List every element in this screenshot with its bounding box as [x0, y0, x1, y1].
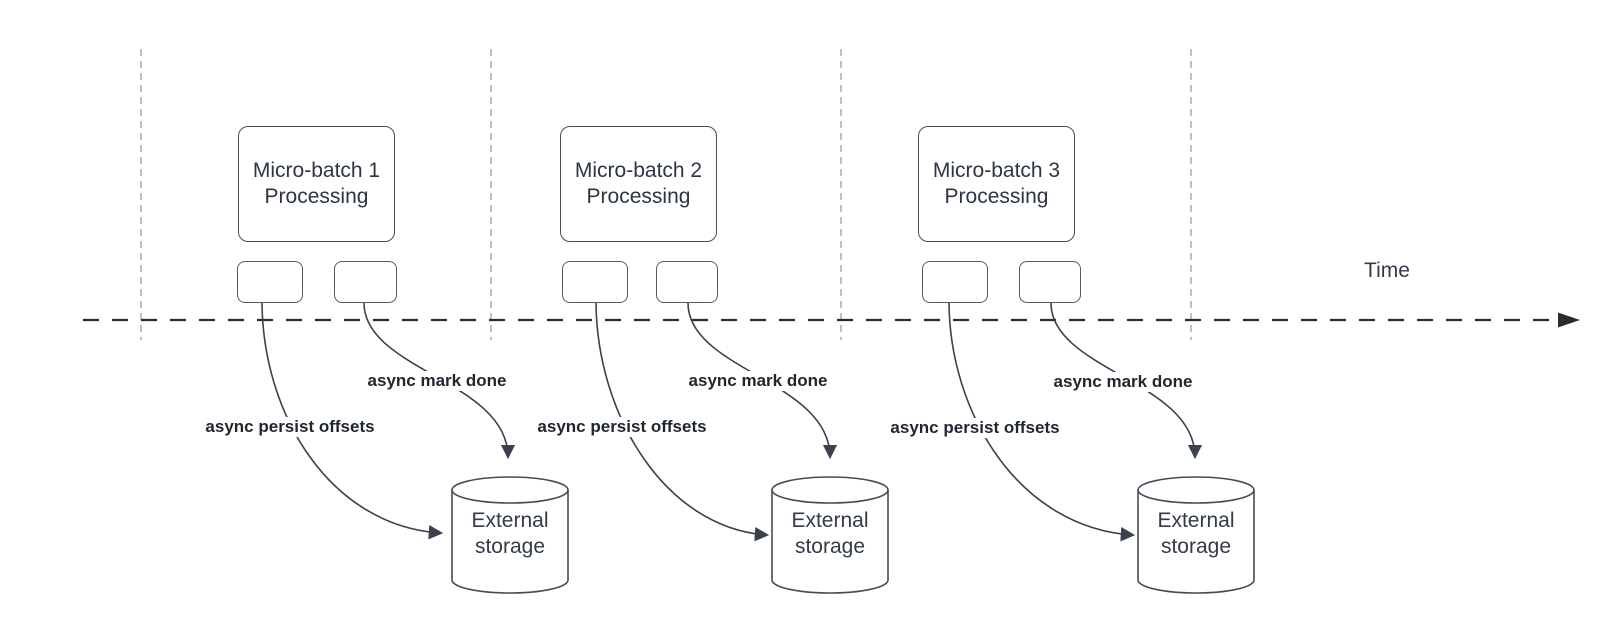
mark-done-source-box-1 [334, 261, 397, 303]
time-axis-arrowhead-icon [1558, 312, 1580, 328]
async-persist-offsets-label-2: async persist offsets [534, 417, 710, 437]
mark-done-source-box-3 [1019, 261, 1081, 303]
micro-batch-3-label-line2: Processing [944, 185, 1049, 208]
persist-offsets-source-box-1 [237, 261, 303, 303]
external-storage-label-1: External storage [450, 508, 570, 560]
micro-batch-3-processing-box: Micro-batch 3 Processing [918, 126, 1075, 242]
external-storage-label-2: External storage [770, 508, 890, 560]
external-storage-label-3: External storage [1136, 508, 1256, 560]
persist-offsets-source-box-2 [562, 261, 628, 303]
external-storage-label-1-line1: External [471, 509, 549, 532]
async-persist-offsets-arrow-1 [261, 302, 444, 540]
external-storage-label-2-line1: External [791, 509, 869, 532]
external-storage-label-2-line2: storage [794, 535, 866, 558]
async-persist-offsets-arrow-3 [948, 302, 1136, 542]
async-persist-offsets-label-1: async persist offsets [202, 417, 378, 437]
micro-batch-2-label-line1: Micro-batch 2 [574, 159, 703, 182]
micro-batch-1-label-line1: Micro-batch 1 [252, 159, 381, 182]
async-persist-offsets-arrow-2 [595, 302, 770, 542]
micro-batch-1-processing-box: Micro-batch 1 Processing [238, 126, 395, 242]
micro-batch-3-label-line1: Micro-batch 3 [932, 159, 1061, 182]
micro-batch-2-label-line2: Processing [586, 185, 691, 208]
time-axis-label: Time [1364, 259, 1410, 282]
persist-offsets-source-box-3 [922, 261, 988, 303]
external-storage-label-1-line2: storage [474, 535, 546, 558]
external-storage-cylinder-3 [1137, 476, 1255, 594]
external-storage-cylinder-1 [451, 476, 569, 594]
external-storage-label-3-line1: External [1157, 509, 1235, 532]
external-storage-cylinder-2 [771, 476, 889, 594]
async-mark-done-label-2: async mark done [685, 371, 831, 391]
micro-batch-2-processing-box: Micro-batch 2 Processing [560, 126, 717, 242]
external-storage-label-3-line2: storage [1160, 535, 1232, 558]
async-mark-done-label-1: async mark done [364, 371, 510, 391]
micro-batch-1-label-line2: Processing [264, 185, 369, 208]
mark-done-source-box-2 [656, 261, 718, 303]
async-persist-offsets-label-3: async persist offsets [887, 418, 1063, 438]
async-mark-done-label-3: async mark done [1050, 372, 1196, 392]
